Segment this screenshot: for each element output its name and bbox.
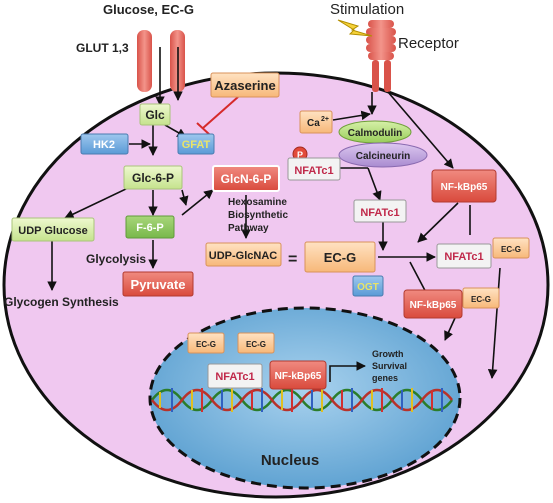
svg-text:Pathway: Pathway [228, 223, 269, 234]
svg-text:NF-kBp65: NF-kBp65 [275, 371, 322, 382]
lightning-icon [337, 19, 373, 37]
glycolysis-label: Glycolysis [86, 252, 146, 266]
nfatc1-mid-box: NFATc1 [353, 199, 407, 223]
ca-box: Ca 2+ [299, 110, 333, 134]
svg-text:Calcineurin: Calcineurin [356, 151, 410, 162]
svg-text:Calmodulin: Calmodulin [348, 128, 402, 139]
inhibition-line [196, 96, 239, 136]
svg-text:EC-G: EC-G [196, 340, 216, 349]
ecg-nucleus-box-2: EC-G [237, 332, 275, 354]
svg-text:HK2: HK2 [93, 139, 115, 151]
glut-label: GLUT 1,3 [76, 41, 129, 55]
svg-text:NF-kBp65: NF-kBp65 [441, 182, 488, 193]
udp-glcnac-box: UDP-GlcNAC [205, 242, 282, 267]
svg-text:EC-G: EC-G [501, 245, 521, 254]
glucose-ecg-label: Glucose, EC-G [103, 2, 194, 17]
svg-text:UDP-GlcNAC: UDP-GlcNAC [209, 250, 278, 262]
ogt-box: OGT [352, 275, 384, 297]
receptor-icon [366, 20, 396, 92]
growth-genes-label: Growth Survival genes [372, 349, 407, 383]
svg-text:GFAT: GFAT [182, 139, 211, 151]
glcn6p-box: GlcN-6-P [212, 165, 280, 192]
svg-text:NFATc1: NFATc1 [215, 371, 254, 383]
glc6p-box: Glc-6-P [123, 165, 183, 190]
calmodulin-oval: Calmodulin [338, 120, 412, 144]
stimulation-label: Stimulation [330, 1, 404, 18]
svg-text:EC-G: EC-G [324, 250, 357, 265]
svg-text:EC-G: EC-G [246, 340, 266, 349]
svg-text:OGT: OGT [357, 282, 379, 293]
svg-text:F-6-P: F-6-P [136, 222, 164, 234]
svg-text:UDP Glucose: UDP Glucose [18, 225, 88, 237]
svg-text:genes: genes [372, 373, 398, 383]
hexosamine-label: Hexosamine Biosynthetic Pathway [228, 197, 288, 234]
nfatc1-phospho-box: NFATc1 [287, 157, 341, 181]
svg-text:NFATc1: NFATc1 [360, 207, 399, 219]
ecg-mid2-box: EC-G [462, 287, 500, 309]
dna-helix [151, 388, 453, 412]
svg-text:Biosynthetic: Biosynthetic [228, 210, 288, 221]
pyruvate-box: Pyruvate [122, 271, 194, 297]
nfatc1-right-box: NFATc1 [436, 243, 492, 269]
receptor-label: Receptor [398, 35, 459, 52]
azaserine-box: Azaserine [210, 72, 280, 98]
svg-text:2+: 2+ [321, 116, 329, 123]
glc-box: Glc [139, 103, 171, 126]
nfkbp65-nucleus-box: NF-kBp65 [269, 360, 327, 390]
hk2-box: HK2 [80, 133, 129, 155]
svg-text:NFATc1: NFATc1 [444, 251, 483, 263]
svg-text:EC-G: EC-G [471, 295, 491, 304]
ecg-right-box: EC-G [492, 237, 530, 259]
gfat-box: GFAT [177, 133, 215, 155]
svg-text:P: P [297, 150, 303, 160]
calcineurin-oval: Calcineurin [338, 142, 428, 168]
nfatc1-nucleus-box: NFATc1 [207, 363, 263, 389]
svg-text:Glc-6-P: Glc-6-P [132, 171, 174, 185]
f6p-box: F-6-P [125, 215, 175, 239]
svg-text:Glc: Glc [145, 108, 165, 122]
ecg-nucleus-box-1: EC-G [187, 332, 225, 354]
nfkbp65-mid-box: NF-kBp65 [403, 289, 463, 319]
udp-glucose-box: UDP Glucose [11, 217, 95, 242]
svg-text:NFATc1: NFATc1 [294, 165, 333, 177]
svg-text:Survival: Survival [372, 361, 407, 371]
equals-sign: = [288, 251, 297, 268]
svg-text:Ca: Ca [307, 118, 320, 129]
glycogen-synthesis-label: Glycogen Synthesis [4, 295, 119, 309]
svg-text:Pyruvate: Pyruvate [131, 277, 186, 292]
svg-text:Hexosamine: Hexosamine [228, 197, 287, 208]
svg-text:NF-kBp65: NF-kBp65 [410, 300, 457, 311]
ecg-main-box: EC-G [304, 241, 376, 273]
svg-text:GlcN-6-P: GlcN-6-P [221, 172, 272, 186]
nfkbp65-top-box: NF-kBp65 [431, 169, 497, 203]
pathway-arrows [47, 47, 501, 382]
svg-text:Azaserine: Azaserine [214, 78, 275, 93]
svg-text:Growth: Growth [372, 349, 404, 359]
nucleus-label: Nucleus [261, 452, 319, 469]
